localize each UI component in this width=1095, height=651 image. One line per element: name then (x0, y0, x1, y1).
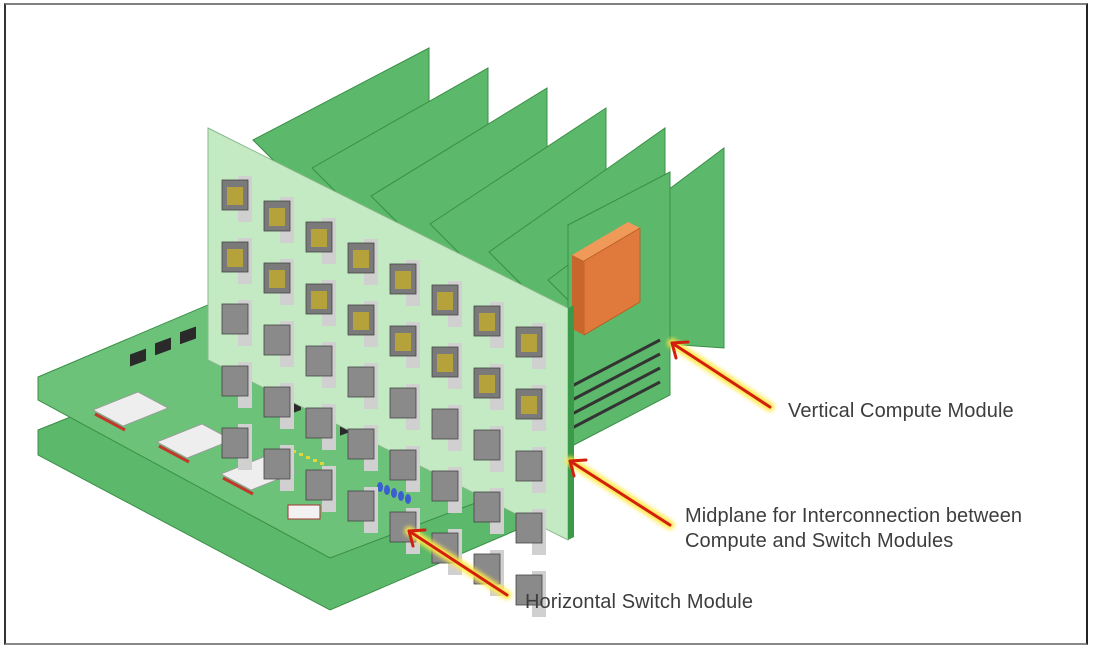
connector-icon (431, 408, 459, 440)
dimm-slot-icon (571, 366, 661, 416)
label-midplane-line-2: Compute and Switch Modules (685, 530, 954, 552)
arrow-midplane (565, 456, 675, 530)
midplane (207, 127, 574, 617)
connector-pins (521, 396, 537, 414)
heatsink-icon (572, 222, 641, 336)
label-midplane: Midplane for Interconnection between Com… (685, 504, 1022, 554)
connector-icon (305, 407, 333, 439)
ic-chip-icon (130, 348, 146, 367)
dimm-slot-icon (571, 338, 661, 388)
sfp-cages (92, 391, 321, 520)
arrow-horizontal-switch (404, 526, 512, 600)
connector-icon (515, 512, 543, 544)
connector-icon (305, 469, 333, 501)
connector-pins (311, 291, 327, 309)
connector-pins (479, 313, 495, 331)
connector-pins (395, 271, 411, 289)
dimm-slot-icon (571, 380, 661, 430)
connector-pins (521, 334, 537, 352)
small-transceiver-icon (287, 504, 321, 520)
dimm-slot-icon (571, 352, 661, 402)
sfp-latch (222, 476, 254, 496)
connector-pins (479, 375, 495, 393)
connector-icon (305, 345, 333, 377)
connector-icon (263, 324, 291, 356)
label-vertical-compute-module: Vertical Compute Module (788, 400, 1014, 422)
connector-icon (263, 448, 291, 480)
connector-pins (269, 270, 285, 288)
connector-icon (515, 450, 543, 482)
sfp-latch (94, 412, 126, 432)
connector-pins (227, 187, 243, 205)
sfp-latch (158, 444, 190, 464)
connector-pins (353, 312, 369, 330)
ic-chip-icon (155, 337, 171, 356)
connector-pins (353, 250, 369, 268)
connector-icon (431, 470, 459, 502)
midplane-connectors (221, 176, 546, 617)
connector-pins (395, 333, 411, 351)
connector-icon (347, 366, 375, 398)
dimm-slots (571, 338, 661, 430)
connector-icon (347, 490, 375, 522)
connector-icon (389, 449, 417, 481)
ic-chip-icon (180, 326, 196, 345)
connector-pins (437, 292, 453, 310)
connector-icon (389, 387, 417, 419)
vertical-compute-module (567, 171, 671, 449)
connector-icon (473, 491, 501, 523)
connector-icon (221, 427, 249, 459)
connector-pins (311, 229, 327, 247)
sfp-cage-icon (92, 391, 169, 427)
connector-pins (269, 208, 285, 226)
connector-pins (227, 249, 243, 267)
blue-connectors-icon (377, 482, 411, 504)
connector-icon (221, 365, 249, 397)
connector-pins (437, 354, 453, 372)
connector-icon (473, 429, 501, 461)
connector-icon (221, 303, 249, 335)
connector-icon (263, 386, 291, 418)
label-midplane-line-1: Midplane for Interconnection between (685, 505, 1023, 527)
connector-icon (515, 574, 543, 606)
arrow-vertical-compute (667, 338, 775, 412)
connector-icon (347, 428, 375, 460)
label-horizontal-switch-module: Horizontal Switch Module (525, 591, 754, 613)
